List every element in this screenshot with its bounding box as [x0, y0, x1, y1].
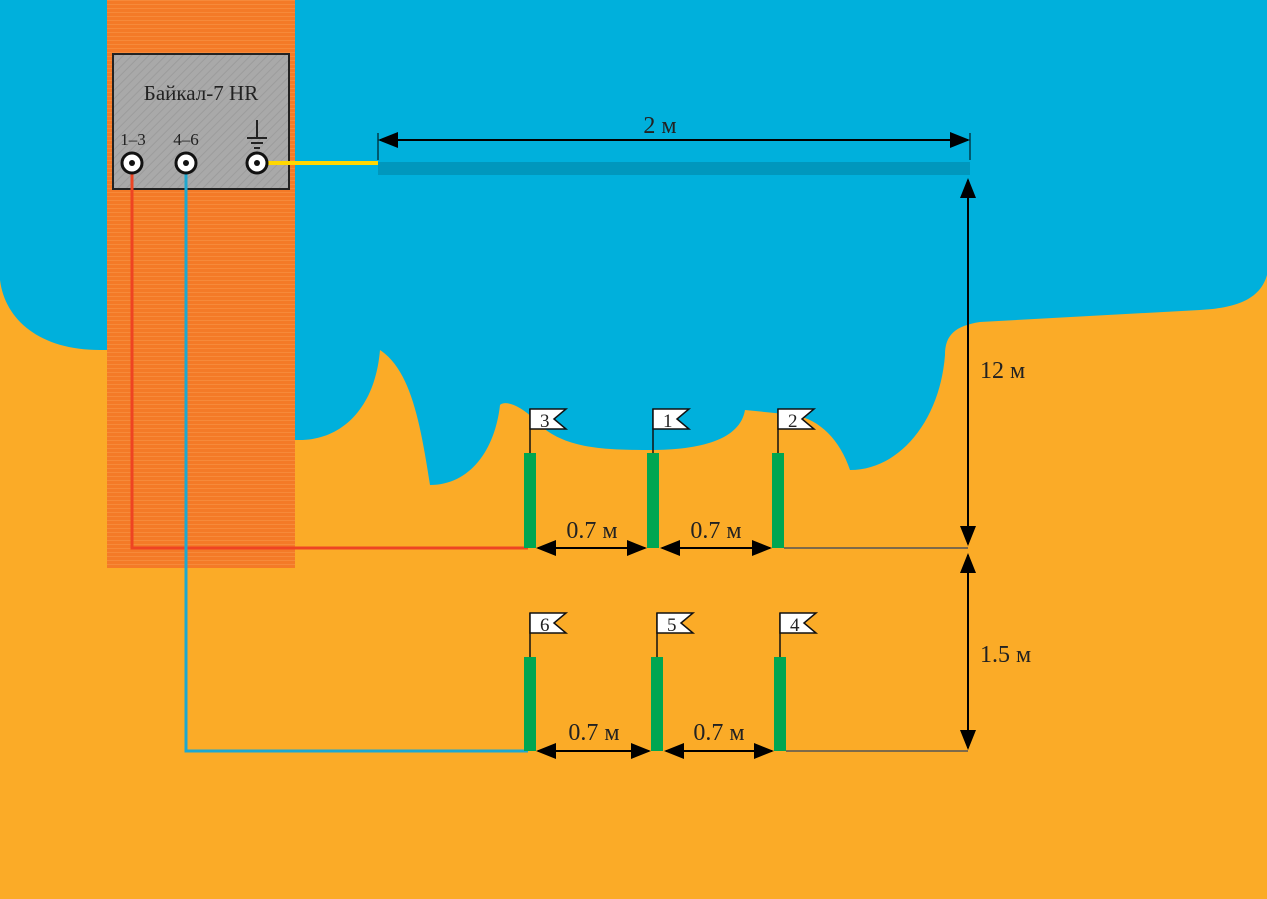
sensor-label: 3: [540, 411, 550, 432]
water: [0, 0, 1267, 485]
sensor-1: 1: [647, 408, 692, 548]
svg-text:1.5 м: 1.5 м: [980, 642, 1031, 668]
svg-text:2 м: 2 м: [643, 113, 676, 139]
cable-4-6: [184, 163, 528, 753]
cable-1-3: [130, 163, 528, 550]
flag-icon: [529, 612, 569, 634]
svg-text:0.7 м: 0.7 м: [566, 518, 617, 544]
svg-text:12 м: 12 м: [980, 358, 1025, 384]
sensor-3: 3: [524, 408, 569, 548]
flag-icon: [656, 612, 696, 634]
flag-icon: [529, 408, 569, 430]
dimension-1.5m: 1.5 м: [960, 553, 1031, 750]
dimension-12m: 12 м: [960, 178, 1025, 546]
sensor-5: 5: [651, 612, 696, 751]
dimension-2m: 2 м: [377, 113, 971, 160]
ground-icon: [247, 120, 267, 149]
sensor-stake: [772, 453, 784, 548]
sensor-6: 6: [524, 612, 569, 751]
flag-icon: [652, 408, 692, 430]
port-label-1: 1–3: [120, 130, 146, 149]
sensor-label: 4: [790, 615, 800, 636]
sensor-label: 5: [667, 615, 677, 636]
sensor-stake: [774, 657, 786, 751]
sensor-label: 2: [788, 411, 798, 432]
sensor-2: 2: [772, 408, 817, 548]
connectors: [120, 151, 269, 175]
spacing-row2: 0.7 м 0.7 м: [536, 720, 774, 759]
flag-icon: [777, 408, 817, 430]
spacing-row1: 0.7 м 0.7 м: [536, 518, 772, 556]
sensor-label: 6: [540, 615, 550, 636]
port-label-2: 4–6: [173, 130, 199, 149]
svg-text:0.7 м: 0.7 м: [568, 720, 619, 746]
sensor-stake: [647, 453, 659, 548]
svg-text:0.7 м: 0.7 м: [690, 518, 741, 544]
sensor-stake: [524, 453, 536, 548]
sensor-stake: [651, 657, 663, 751]
svg-text:0.7 м: 0.7 м: [693, 720, 744, 746]
ground-electrode: [378, 162, 970, 175]
device-name: Байкал-7 HR: [144, 81, 258, 105]
sensor-label: 1: [663, 411, 673, 432]
sensor-4: 4: [774, 612, 819, 751]
sensor-stake: [524, 657, 536, 751]
flag-icon: [779, 612, 819, 634]
